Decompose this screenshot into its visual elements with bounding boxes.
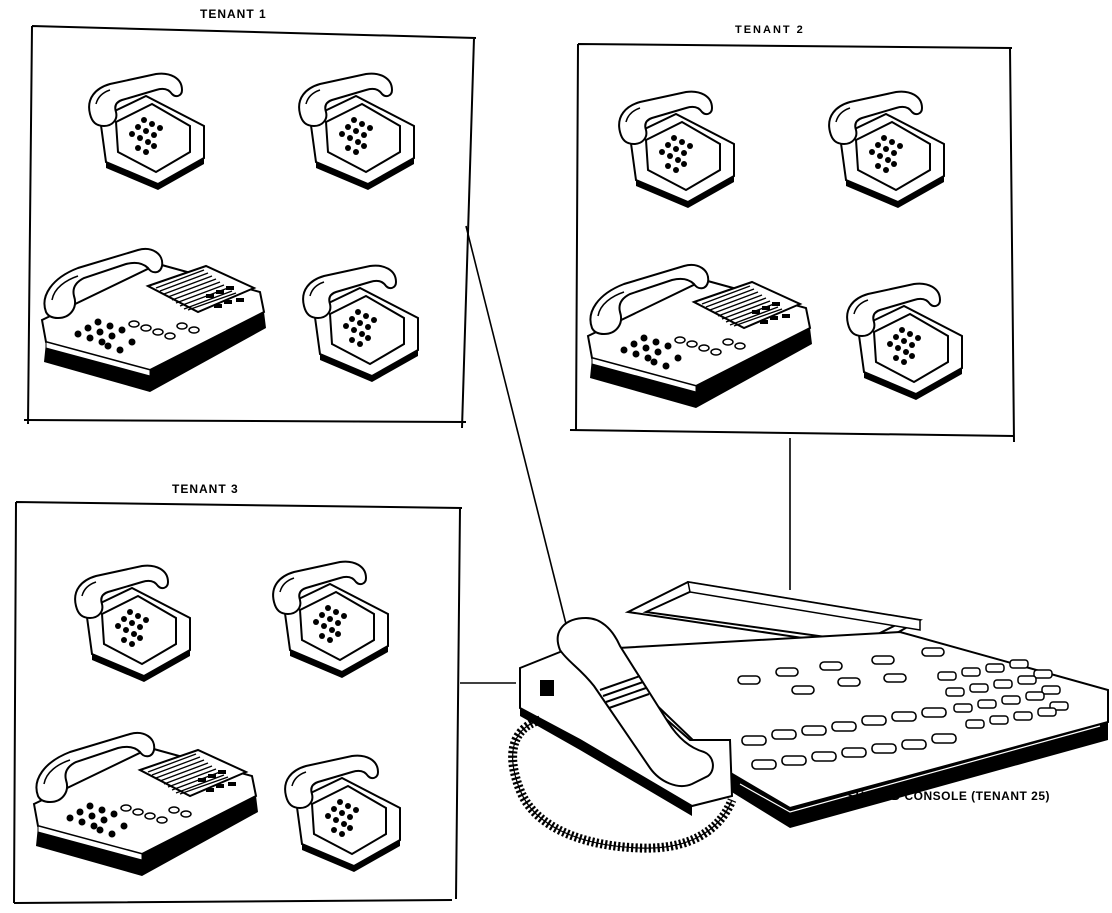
tenant-2-label: TENANT 2: [735, 24, 805, 36]
tenant-2-phone-4: [847, 284, 962, 400]
tenant-3-phone-4: [285, 756, 400, 872]
tenant-2-multiline-phone: [588, 265, 812, 408]
tenant-3-multiline-phone: [34, 733, 258, 876]
tenant-1-phone-4: [303, 266, 418, 382]
tenant-1-phone-1: [89, 74, 204, 190]
tenant-1-group: [24, 26, 476, 428]
shared-console: [513, 582, 1108, 848]
tenant-1-label: TENANT 1: [200, 7, 267, 21]
tenant-2-phone-1: [619, 92, 734, 208]
tenant-3-group: [14, 502, 462, 903]
tenant-3-phone-1: [75, 566, 190, 682]
tenant-1-phone-2: [299, 74, 414, 190]
tenant-1-connector: [466, 226, 566, 624]
shared-console-label: SHARED CONSOLE (TENANT 25): [847, 789, 1050, 803]
tenant-1-multiline-phone: [42, 249, 266, 392]
tenant-3-phone-2: [273, 562, 388, 678]
tenant-3-label: TENANT 3: [172, 482, 239, 496]
tenant-2-phone-2: [829, 92, 944, 208]
tenant-2-group: [570, 44, 1014, 442]
